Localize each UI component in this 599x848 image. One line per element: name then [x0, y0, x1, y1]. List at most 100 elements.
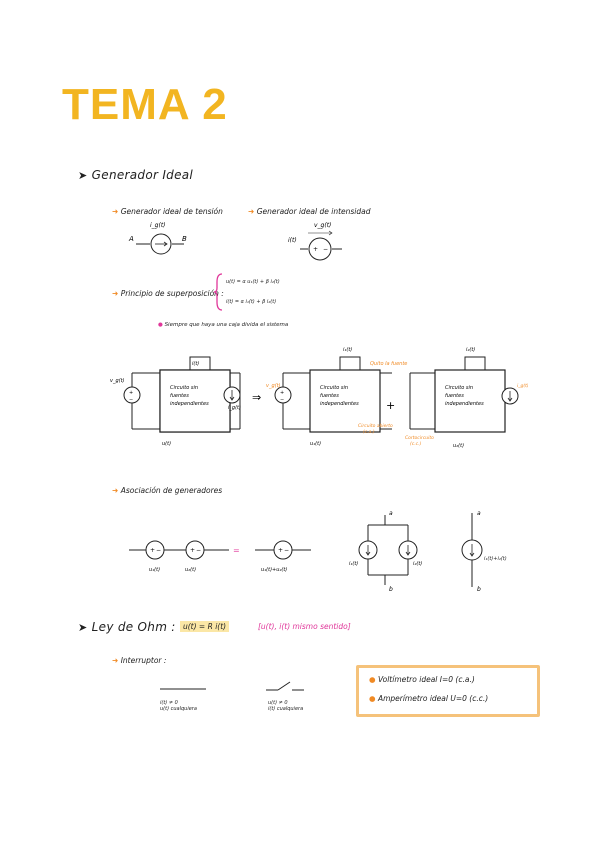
arrow-icon: ➜ — [112, 486, 119, 495]
section-generador: ➤ Generador Ideal — [78, 168, 193, 182]
note-text: Amperímetro ideal U=0 (c.c.) — [377, 694, 489, 703]
ohm-formula: u(t) = R i(t) — [180, 621, 230, 632]
corto-label: Cortocircuito — [405, 435, 434, 441]
section-heading: Ley de Ohm : — [91, 620, 176, 634]
brace-icon — [214, 273, 223, 311]
u1-label: u₁(t) — [149, 567, 160, 573]
abierto-label: Circuito abierto — [358, 423, 393, 429]
superposicion-label: ➜ Principio de superposición : — [112, 289, 224, 298]
vg-label: v_g(t) — [314, 222, 331, 229]
bullet-icon: ● — [369, 694, 376, 703]
u2-label: u₂(t) — [453, 443, 464, 449]
note-line: i(t) ≠ 0 — [160, 700, 178, 706]
box-text: fuentes — [445, 393, 464, 399]
arrow-icon: ➜ — [112, 656, 119, 665]
gen-tension-label: ➜ Generador ideal de tensión — [112, 207, 223, 216]
implies-sign: ⇒ — [252, 391, 261, 404]
minus-sign: − — [284, 547, 289, 554]
plus-sign: + — [280, 390, 284, 396]
arrow-icon: ➜ — [112, 289, 119, 298]
box-text: Circuito sin — [170, 385, 198, 391]
i2-label: i₂(t) — [466, 347, 475, 353]
label-text: Interruptor : — [120, 656, 167, 665]
i2-label: i₂(t) — [413, 561, 422, 567]
arrow-icon: ➜ — [248, 207, 255, 216]
it-label: i(t) — [288, 237, 297, 244]
sum-i-label: i₁(t)+i₂(t) — [484, 556, 507, 562]
vg-label: v_g(t) — [266, 383, 281, 389]
box-text: Circuito sin — [320, 385, 348, 391]
current-source-symbol: v_g(t) i(t) + − — [288, 222, 342, 261]
interruptor-label: ➜ Interruptor : — [112, 656, 166, 665]
plus-sign: + — [129, 390, 133, 396]
note-line: u(t) cualquiera — [160, 706, 197, 712]
switch-closed-notes: i(t) ≠ 0 u(t) cualquiera — [160, 700, 197, 712]
page-title: TEMA 2 — [62, 80, 228, 129]
node-b: B — [182, 235, 187, 243]
label-text: Principio de superposición : — [120, 289, 224, 298]
switch-open-notes: u(t) ≠ 0 i(t) cualquiera — [268, 700, 303, 712]
equals-sign: = — [233, 546, 240, 555]
node-a: a — [477, 510, 481, 517]
ig-label: i_g(t) — [150, 222, 166, 229]
plus-sign: + — [313, 246, 318, 253]
bullet-icon: ● — [369, 675, 376, 684]
minus-sign: − — [196, 547, 201, 554]
u1-label: u₁(t) — [310, 441, 321, 447]
arrow-icon: ➤ — [78, 621, 88, 634]
gen-intensidad-label: ➜ Generador ideal de intensidad — [248, 207, 371, 216]
label-text: Generador ideal de tensión — [120, 207, 223, 216]
ig-label: i_g(t) — [228, 405, 241, 411]
abierto-label: (c.a.) — [363, 429, 375, 435]
current-source-symbol: i_g(t) — [501, 381, 528, 414]
minus-sign: − — [280, 397, 284, 403]
label-text: Asociación de generadores — [120, 486, 223, 495]
asociacion-label: ➜ Asociación de generadores — [112, 486, 222, 495]
quito-label: Quito la fuente — [370, 361, 407, 367]
box-text: independientes — [170, 401, 209, 407]
box-text: fuentes — [320, 393, 339, 399]
arrow-icon: ➤ — [78, 169, 88, 182]
note-line: i(t) cualquiera — [268, 706, 304, 712]
voltage-source-symbol: i_g(t) A B — [128, 222, 187, 255]
i1-label: i₁(t) — [349, 561, 358, 567]
note-text: Siempre que haya una caja divida el sist… — [164, 322, 289, 328]
corto-label: (c.c.) — [410, 441, 422, 447]
node-a: A — [128, 235, 134, 243]
arrow-icon: ➜ — [112, 207, 119, 216]
ut-label: u(t) — [162, 441, 171, 447]
box-text: fuentes — [170, 393, 189, 399]
asociacion-diagram: + − + − u₁(t) u₂(t) = + − u₁(t)+u₂(t) a … — [129, 510, 483, 593]
amperimetro-note: ● Amperímetro ideal U=0 (c.c.) — [369, 694, 488, 703]
box-text: Circuito sin — [445, 385, 473, 391]
voltimetro-note: ● Voltímetro ideal I=0 (c.a.) — [369, 675, 475, 684]
minus-sign: − — [129, 397, 133, 403]
minus-sign: − — [156, 547, 161, 554]
ohm-note: [u(t), i(t) mismo sentido] — [258, 622, 351, 631]
section-ohm: ➤ Ley de Ohm : — [78, 620, 176, 634]
bullet-icon: ● — [158, 322, 163, 328]
i1-label: i₁(t) — [343, 347, 352, 353]
u2-label: u₂(t) — [185, 567, 196, 573]
superposition-diagram: + − Circuito sin fuentes independientes … — [110, 347, 506, 449]
vg-label: v_g(t) — [110, 378, 125, 384]
node-b: b — [477, 586, 481, 593]
plus-sign: + — [150, 547, 155, 554]
plus-sign: + — [190, 547, 195, 554]
meters-box: ● Voltímetro ideal I=0 (c.a.) ● Amperíme… — [356, 665, 540, 717]
plus-sign: + — [278, 547, 283, 554]
section-heading: Generador Ideal — [91, 168, 194, 182]
node-a: a — [389, 510, 393, 517]
minus-sign: − — [323, 246, 328, 253]
superposicion-eq2: i(t) = α i₁(t) + β i₂(t) — [226, 299, 277, 305]
node-b: b — [389, 586, 393, 593]
switch-symbols — [160, 681, 304, 691]
label-text: Generador ideal de intensidad — [256, 207, 371, 216]
note-line: u(t) ≠ 0 — [268, 700, 288, 706]
sum-u-label: u₁(t)+u₂(t) — [261, 567, 287, 573]
plus-operator: + — [386, 399, 395, 412]
box-text: independientes — [445, 401, 484, 407]
superposicion-eq1: u(t) = α u₁(t) + β i₂(t) — [226, 279, 280, 285]
superposicion-note: ● Siempre que haya una caja divida el si… — [158, 322, 288, 328]
ig-label: i_g(t) — [517, 383, 528, 389]
